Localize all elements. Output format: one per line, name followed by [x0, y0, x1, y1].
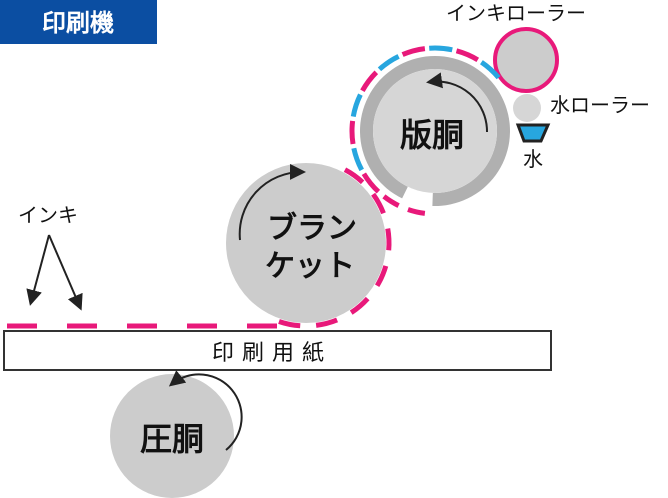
water-roller-label: 水ローラー — [550, 93, 650, 117]
water-roller — [513, 94, 541, 122]
plate-ink-water-layer — [349, 45, 501, 216]
ink-arrow-icon — [48, 234, 83, 311]
blanket-label-line2: ケット — [265, 249, 355, 284]
ink-dash — [371, 192, 386, 215]
ink-dash — [407, 207, 426, 216]
rotation-arrow-icon — [426, 72, 489, 133]
impression-cylinder: 圧胴 — [110, 370, 243, 498]
water-dash — [479, 60, 501, 80]
water-dash — [377, 54, 400, 72]
paper-label: 印刷用紙 — [212, 341, 332, 366]
rotation-arrow-icon — [168, 370, 243, 451]
plate-cylinder-label: 版胴 — [400, 116, 464, 154]
ink-dash — [343, 167, 365, 185]
ink-dash — [360, 70, 379, 93]
ink-dash — [382, 194, 400, 208]
water-tray — [515, 123, 551, 143]
water-dash — [350, 93, 363, 118]
ink-dash — [315, 317, 339, 328]
ink-dash — [401, 46, 426, 57]
ink-dash — [349, 120, 356, 145]
ink-roller-label: インキローラー — [446, 1, 586, 25]
ink-dash — [349, 296, 370, 315]
ink-dash — [385, 228, 392, 251]
water-dash — [351, 147, 364, 172]
ink-dash — [278, 319, 301, 329]
ink-dash — [361, 172, 381, 194]
water-label: 水 — [523, 147, 543, 171]
ink-dash — [455, 48, 480, 63]
impression-cylinder-label: 圧胴 — [140, 420, 204, 458]
water-dash — [429, 45, 453, 53]
blanket-cylinder: ブラン ケット — [226, 163, 386, 323]
printing-paper — [3, 330, 552, 371]
ink-arrow-icon — [26, 234, 50, 306]
title: 印刷機 — [42, 9, 114, 37]
blanket-label-line1: ブラン — [267, 211, 357, 246]
ink-label: インキ — [18, 203, 78, 227]
ink-dash — [374, 265, 389, 288]
title-badge — [0, 0, 157, 44]
plate-cylinder: 版胴 — [360, 56, 511, 206]
ink-roller — [493, 27, 559, 93]
blanket-ink-layer — [278, 167, 392, 329]
rotation-arrow-icon — [238, 163, 306, 241]
